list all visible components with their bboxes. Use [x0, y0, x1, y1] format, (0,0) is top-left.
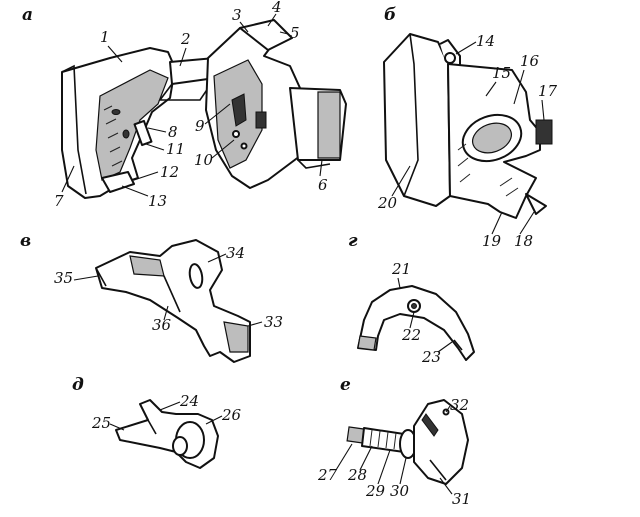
callout-11: 11 — [166, 140, 185, 158]
callout-27: 27 — [317, 466, 338, 484]
callouts-panel-b: 14 15 16 17 18 19 20 — [377, 32, 558, 250]
callout-15: 15 — [492, 64, 511, 82]
callout-9: 9 — [195, 117, 205, 135]
callout-35: 35 — [54, 269, 73, 287]
panel-e: е 27 28 29 30 31 32 — [317, 375, 471, 508]
callout-12: 12 — [160, 163, 179, 181]
callout-10: 10 — [194, 151, 214, 169]
callout-13: 13 — [148, 192, 167, 210]
callout-36: 36 — [152, 316, 172, 334]
callout-8: 8 — [168, 123, 178, 141]
callouts-panel-g: 21 22 23 — [391, 260, 453, 366]
callout-32: 32 — [450, 396, 469, 414]
callout-34: 34 — [226, 244, 245, 262]
panel-b: б 14 15 16 17 18 19 20 — [377, 5, 558, 250]
lever-drawing — [95, 239, 251, 363]
callout-22: 22 — [401, 326, 421, 344]
callouts-panel-v: 34 35 36 33 — [54, 244, 283, 334]
panel-g: г 21 22 23 — [348, 231, 475, 366]
right-housing-drawing — [205, 19, 347, 189]
callout-25: 25 — [91, 414, 111, 432]
latch-drawing — [115, 399, 219, 469]
panel-d: д 24 25 26 — [72, 375, 242, 469]
panel-letter-b: б — [384, 5, 396, 25]
callout-18: 18 — [514, 232, 533, 250]
callout-24: 24 — [179, 392, 199, 410]
left-housing-drawing — [61, 47, 216, 199]
callout-6: 6 — [318, 176, 328, 194]
callout-33: 33 — [264, 313, 283, 331]
panel-a: а 1 — [22, 0, 347, 210]
callout-7: 7 — [54, 192, 64, 210]
panel-letter-d: д — [72, 375, 84, 395]
hook-drawing — [357, 285, 475, 361]
callout-30: 30 — [390, 482, 410, 500]
panel-v: в 34 35 36 33 — [20, 231, 283, 363]
shaft-cam-drawing — [346, 399, 469, 485]
callout-5: 5 — [290, 24, 300, 42]
callout-31: 31 — [452, 490, 471, 508]
callouts-panel-d: 24 25 26 — [91, 392, 242, 432]
callout-17: 17 — [538, 82, 558, 100]
callout-21: 21 — [391, 260, 411, 278]
callout-19: 19 — [482, 232, 502, 250]
callout-26: 26 — [221, 406, 242, 424]
callouts-panel-a: 1 2 3 4 5 6 7 8 9 10 11 12 13 — [54, 0, 328, 210]
callout-28: 28 — [347, 466, 367, 484]
panel-letter-g: г — [348, 231, 358, 251]
panel-letter-v: в — [20, 231, 31, 251]
frame-assembly-drawing — [383, 33, 553, 219]
callout-29: 29 — [365, 482, 386, 500]
callout-3: 3 — [232, 6, 242, 24]
callout-20: 20 — [377, 194, 398, 212]
callouts-panel-e: 27 28 29 30 31 32 — [317, 396, 471, 508]
callout-4: 4 — [271, 0, 282, 16]
callout-23: 23 — [421, 348, 441, 366]
callout-16: 16 — [520, 52, 540, 70]
panel-letter-a: а — [22, 5, 33, 25]
panel-letter-e: е — [340, 375, 351, 395]
callout-1: 1 — [100, 28, 110, 46]
callout-14: 14 — [476, 32, 495, 50]
callout-2: 2 — [180, 30, 191, 48]
